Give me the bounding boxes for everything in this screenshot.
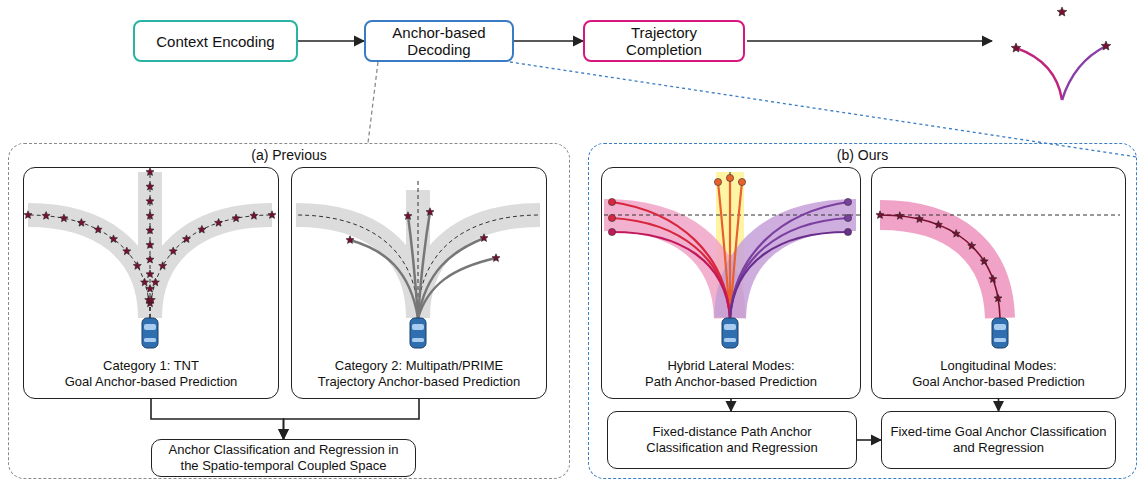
anchor-dot: [608, 214, 615, 221]
anchor-dot: [608, 198, 615, 205]
flow-arrow: [998, 399, 1000, 411]
arrow: [747, 40, 992, 42]
car-icon: [410, 318, 426, 348]
star-marker: [1011, 43, 1021, 52]
anchor-dot: [844, 214, 851, 221]
car-icon: [142, 318, 158, 348]
process-box: Anchor Classification and Regression in …: [151, 439, 416, 477]
goal-anchor-figure: [28, 172, 272, 318]
star-marker: [426, 208, 434, 216]
star-marker: [183, 235, 191, 243]
star-marker: [146, 212, 154, 220]
star-marker: [42, 212, 50, 220]
trajectory-anchor-figure: [296, 180, 540, 318]
node-label: (a) Previous: [9, 147, 569, 163]
star-marker: [404, 212, 412, 220]
star-marker: [147, 296, 155, 304]
star-marker: [77, 219, 85, 227]
flow-arrow: [857, 439, 881, 441]
goal-anchor-figure: [880, 215, 1120, 318]
star-marker: [146, 197, 154, 205]
star-marker: [146, 270, 154, 278]
anchor-dot: [726, 174, 733, 181]
node-label: Goal Anchor-based Prediction: [912, 374, 1085, 390]
star-marker: [250, 212, 258, 220]
anchor-dot: [844, 228, 851, 235]
star-marker: [492, 254, 500, 262]
node-label: Goal Anchor-based Prediction: [65, 374, 238, 390]
completion-box: Trajectory Completion: [583, 20, 745, 62]
path-anchor-figure: [604, 172, 860, 318]
star-marker: [968, 242, 976, 250]
flow-arrow: [298, 40, 364, 42]
panel-heading: Category 1: TNT: [103, 358, 199, 374]
node-label: Anchor Classification and Regression in …: [160, 442, 407, 475]
process-box: Fixed-distance Path Anchor Classificatio…: [607, 411, 857, 469]
star-marker: [1101, 41, 1111, 50]
panel-heading: Longitudinal Modes:: [940, 358, 1056, 374]
method-panel: Category 2: Multipath/PRIMETrajectory An…: [291, 167, 547, 399]
node-label: Anchor-based Decoding: [372, 24, 506, 58]
method-panel: Hybrid Lateral Modes:Path Anchor-based P…: [601, 167, 861, 399]
star-marker: [60, 214, 68, 222]
node-label: Trajectory Completion: [591, 24, 737, 58]
flow-arrow: [514, 40, 583, 42]
group-region: (b) OursHybrid Lateral Modes:Path Anchor…: [588, 143, 1137, 479]
group-region: (a) PreviousCategory 1: TNTGoal Anchor-b…: [8, 143, 570, 479]
star-marker: [198, 225, 206, 233]
node-label: (b) Ours: [589, 147, 1136, 163]
process-box: Fixed-time Goal Anchor Classification an…: [881, 411, 1116, 469]
decoding-box: Anchor-based Decoding: [364, 20, 514, 62]
car-icon: [992, 318, 1008, 348]
star-marker: [94, 225, 102, 233]
star-marker: [169, 247, 177, 255]
node-label: Fixed-time Goal Anchor Classification an…: [890, 424, 1107, 457]
node-label: Context Encoding: [156, 33, 274, 50]
panel-heading: Category 2: Multipath/PRIME: [335, 358, 503, 374]
star-marker: [133, 262, 141, 270]
star-marker: [994, 294, 1002, 302]
star-marker: [24, 211, 32, 219]
star-marker: [1057, 7, 1067, 16]
star-marker: [146, 182, 154, 190]
star-marker: [123, 247, 131, 255]
star-marker: [146, 255, 154, 263]
star-marker: [915, 215, 923, 223]
star-marker: [989, 275, 997, 283]
star-marker: [159, 262, 167, 270]
star-marker: [268, 211, 276, 219]
star-marker: [980, 257, 988, 265]
anchor-dot: [738, 178, 745, 185]
anchor-dot: [714, 178, 721, 185]
flow-arrow: [284, 399, 420, 439]
car-icon: [722, 318, 738, 348]
star-marker: [934, 221, 942, 229]
star-marker: [232, 214, 240, 222]
star-marker: [952, 230, 960, 238]
star-marker: [110, 235, 118, 243]
panel-heading: Hybrid Lateral Modes:: [667, 358, 794, 374]
star-marker: [346, 236, 354, 244]
star-marker: [146, 226, 154, 234]
node-label: Trajectory Anchor-based Prediction: [318, 374, 521, 390]
zoom-guide: [368, 62, 378, 143]
flow-arrow: [730, 399, 732, 411]
anchor-dot: [844, 198, 851, 205]
star-marker: [151, 278, 159, 286]
node-label: Fixed-distance Path Anchor Classificatio…: [616, 424, 848, 457]
star-marker: [215, 219, 223, 227]
flow-arrow: [151, 399, 284, 439]
star-marker: [480, 234, 488, 242]
star-marker: [876, 211, 884, 219]
result-trajectories: [1016, 12, 1106, 100]
method-panel: Category 1: TNTGoal Anchor-based Predict…: [23, 167, 279, 399]
anchor-dot: [608, 228, 615, 235]
star-marker: [146, 168, 154, 176]
context-box: Context Encoding: [133, 20, 298, 62]
star-marker: [896, 212, 904, 220]
star-marker: [146, 241, 154, 249]
node-label: Path Anchor-based Prediction: [645, 374, 817, 390]
method-panel: Longitudinal Modes:Goal Anchor-based Pre…: [871, 167, 1126, 399]
star-marker: [141, 278, 149, 286]
